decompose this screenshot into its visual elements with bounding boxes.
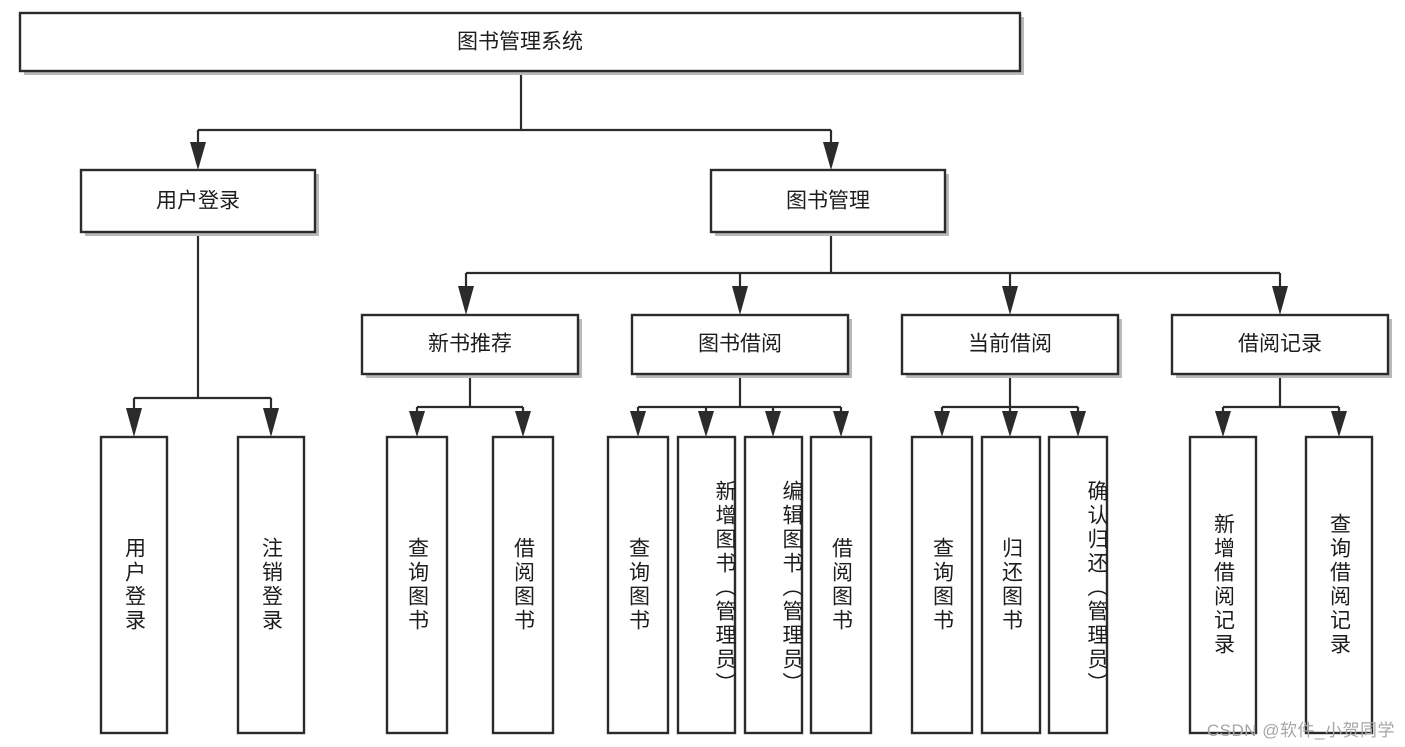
node-leaf-add-record-box[interactable]: [1188, 435, 1258, 735]
node-leaf-borrow-book-1-box[interactable]: [491, 435, 555, 735]
node-root-label: 图书管理系统: [457, 31, 583, 54]
connector-current-borrow-to-leaves: [934, 374, 1086, 437]
connector-book-borrow-to-leaves: [630, 374, 849, 437]
node-leaf-add-book-box[interactable]: [676, 435, 737, 735]
node-current-borrow[interactable]: 当前借阅: [900, 313, 1122, 378]
node-book-manage[interactable]: 图书管理: [709, 168, 949, 236]
arrowhead-leaf-query-book-2: [630, 411, 646, 437]
node-book-manage-box[interactable]: [709, 168, 947, 234]
arrowhead-book-manage: [823, 142, 839, 170]
node-book-borrow-box[interactable]: [630, 313, 850, 376]
node-book-manage-label: 图书管理: [786, 190, 870, 213]
node-new-book-rec-box[interactable]: [360, 313, 580, 376]
connector-book-manage-to-level2: [458, 232, 1288, 315]
node-user-login-label: 用户登录: [156, 190, 240, 213]
arrowhead-leaf-add-book: [698, 411, 714, 437]
arrowhead-user-login: [190, 142, 206, 170]
node-current-borrow-box[interactable]: [900, 313, 1120, 376]
node-leaf-borrow-book-2-box[interactable]: [809, 435, 873, 735]
node-book-borrow-label: 图书借阅: [698, 333, 782, 356]
arrowhead-leaf-edit-book: [765, 411, 781, 437]
arrowhead-leaf-borrow-book-1: [515, 411, 531, 437]
node-root[interactable]: 图书管理系统: [18, 11, 1024, 75]
node-leaf-query-record-box[interactable]: [1304, 435, 1374, 735]
connector-new-book-rec-to-leaves: [409, 374, 531, 437]
arrowhead-leaf-add-record: [1215, 411, 1231, 437]
node-current-borrow-label: 当前借阅: [968, 333, 1052, 356]
node-leaf-query-book-1-box[interactable]: [385, 435, 449, 735]
node-user-login[interactable]: 用户登录: [79, 168, 319, 236]
arrowhead-new-book-rec: [458, 286, 474, 315]
node-leaf-logout-login-box[interactable]: [236, 435, 306, 735]
node-leaf-user-login-box[interactable]: [99, 435, 169, 735]
node-new-book-rec[interactable]: 新书推荐: [360, 313, 582, 378]
leaf-boxes: [99, 435, 1374, 735]
node-leaf-query-book-3-box[interactable]: [910, 435, 974, 735]
node-leaf-edit-book-box[interactable]: [743, 435, 804, 735]
arrowhead-leaf-logout-login: [263, 408, 279, 437]
node-user-login-box[interactable]: [79, 168, 317, 234]
arrowhead-leaf-return-book: [1002, 411, 1018, 437]
connector-borrow-record-to-leaves: [1215, 374, 1347, 437]
connector-user-login-to-leaves: [126, 232, 279, 437]
csdn-watermark: CSDN @软件_小贺同学: [1206, 721, 1395, 740]
arrowhead-leaf-borrow-book-2: [833, 411, 849, 437]
node-borrow-record-label: 借阅记录: [1238, 333, 1322, 356]
node-book-borrow[interactable]: 图书借阅: [630, 313, 852, 378]
arrowhead-current-borrow: [1002, 286, 1018, 315]
arrowhead-book-borrow: [732, 286, 748, 315]
node-leaf-query-book-2-box[interactable]: [606, 435, 670, 735]
arrowhead-leaf-user-login: [126, 408, 142, 437]
node-borrow-record[interactable]: 借阅记录: [1170, 313, 1392, 378]
arrowhead-leaf-query-book-1: [409, 411, 425, 437]
node-root-box[interactable]: [18, 11, 1022, 73]
node-leaf-return-book-box[interactable]: [980, 435, 1042, 735]
arrowhead-leaf-query-record: [1331, 411, 1347, 437]
connector-root-to-level1: [190, 74, 839, 170]
node-borrow-record-box[interactable]: [1170, 313, 1390, 376]
node-leaf-confirm-return-box[interactable]: [1047, 435, 1109, 735]
arrowhead-leaf-query-book-3: [934, 411, 950, 437]
arrowhead-leaf-confirm-return: [1070, 411, 1086, 437]
node-new-book-rec-label: 新书推荐: [428, 333, 512, 356]
arrowhead-borrow-record: [1272, 286, 1288, 315]
